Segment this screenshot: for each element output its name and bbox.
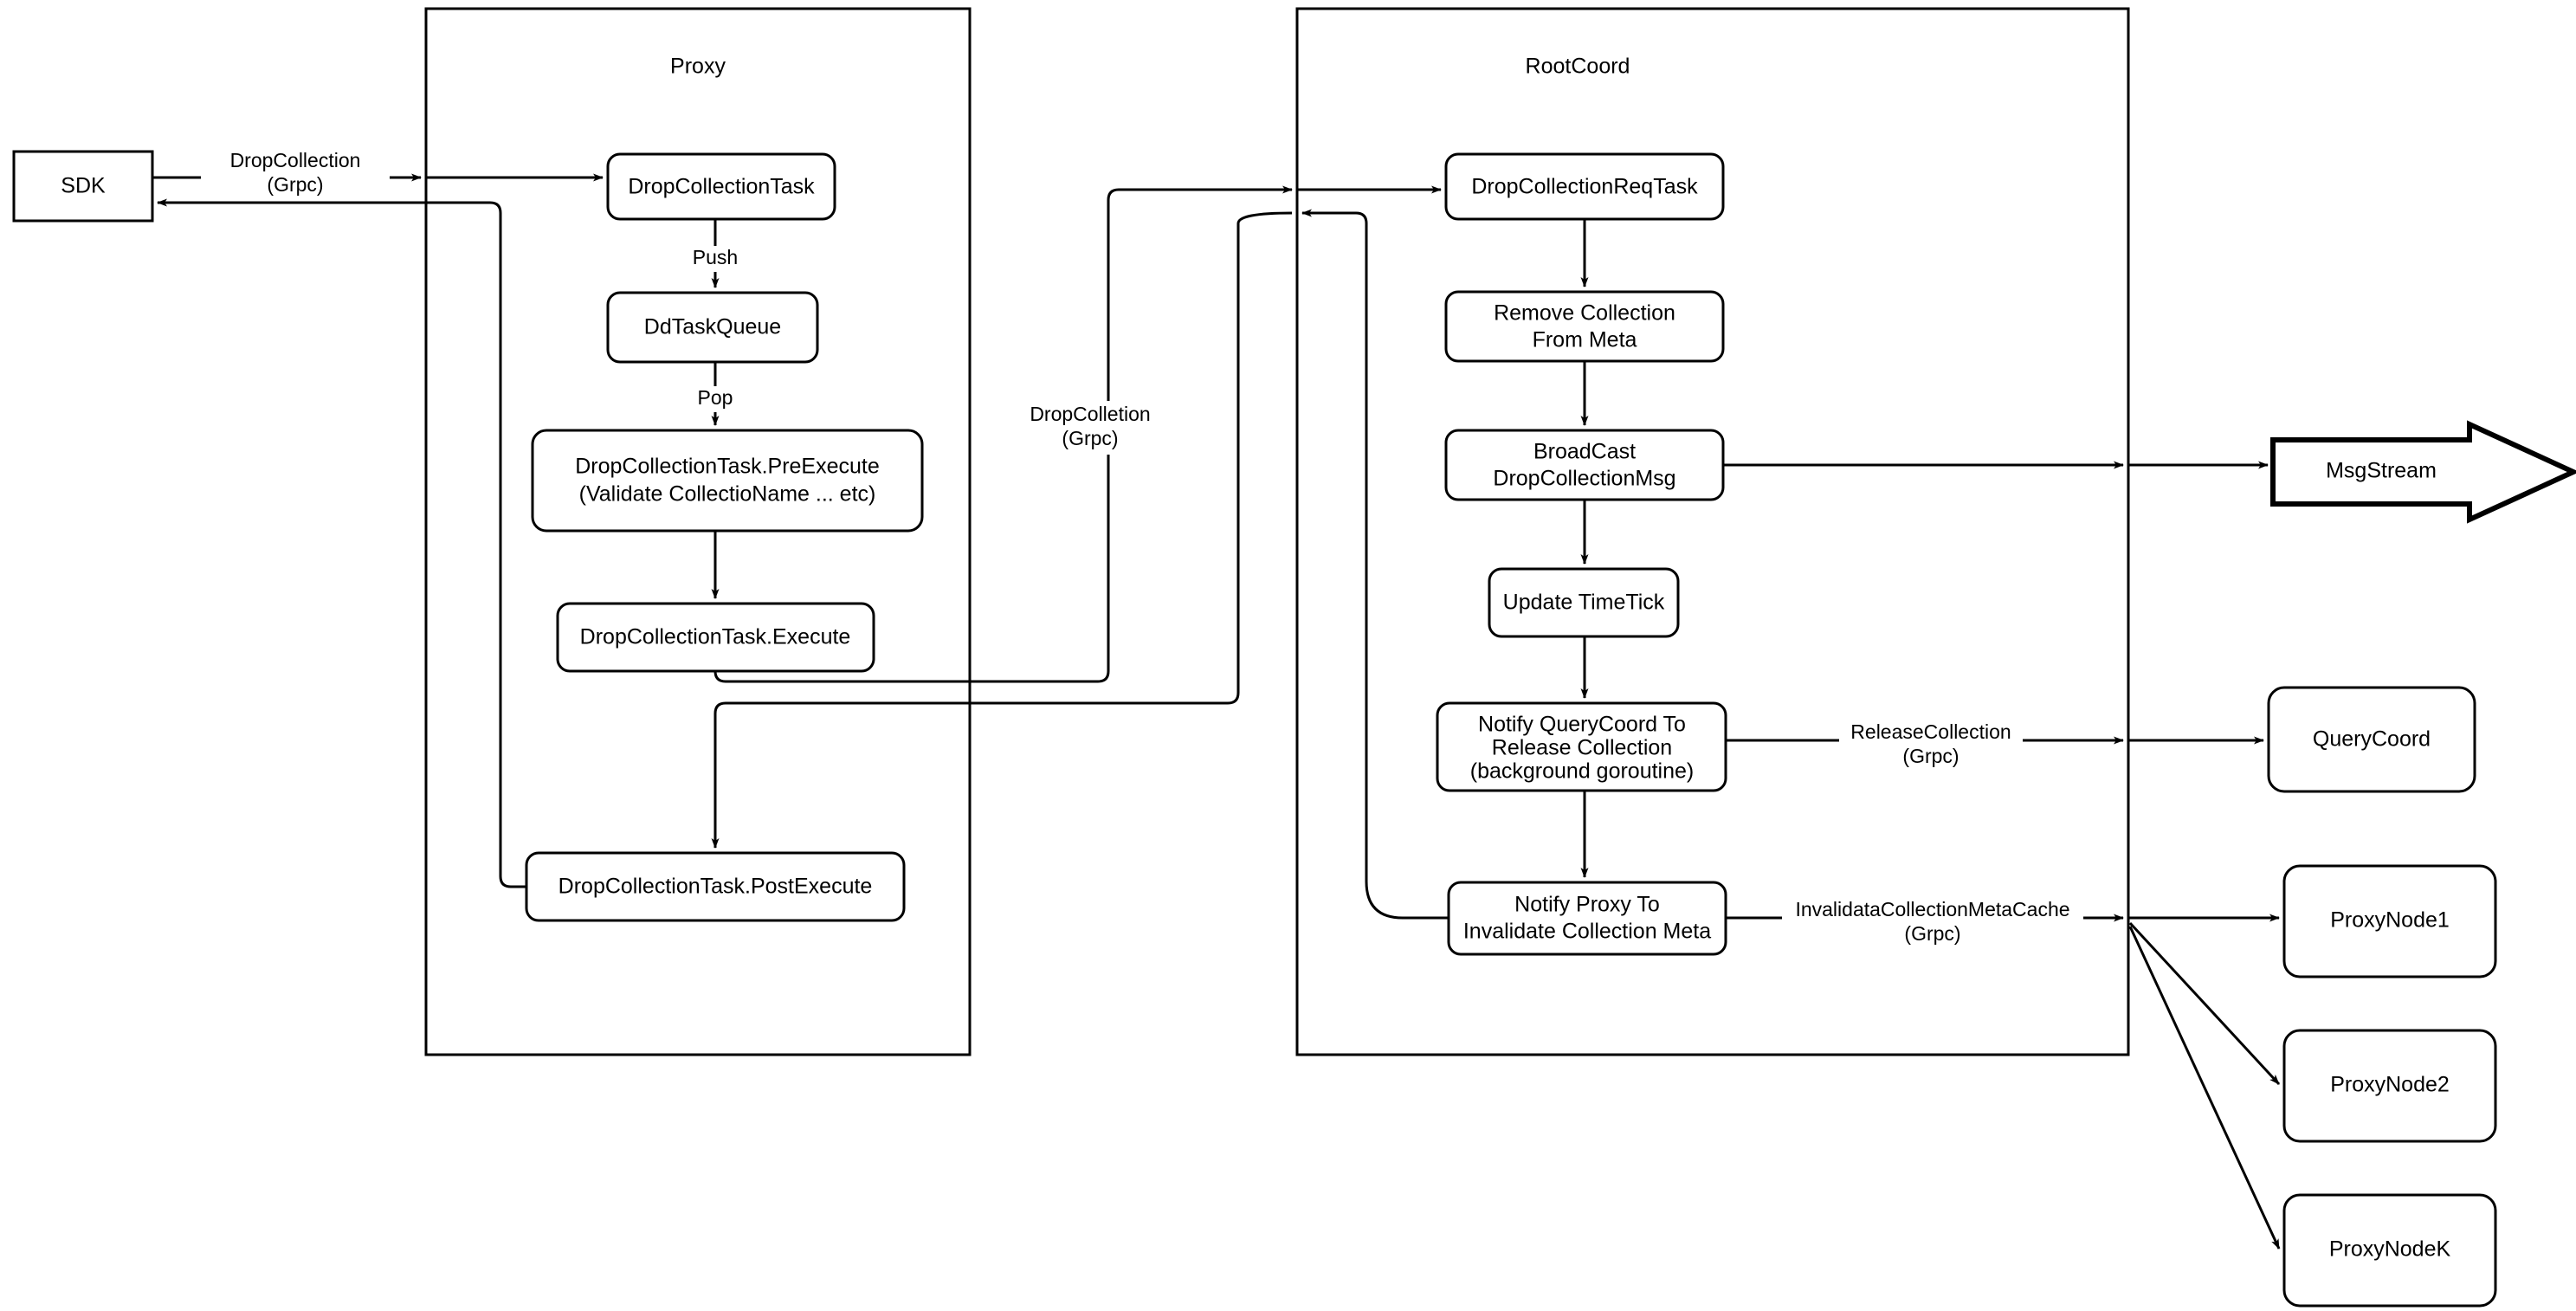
node-notify-querycoord-label-line2: Release Collection (1492, 736, 1672, 760)
edge-label-proxy-to-rootcoord-line1: DropColletion (1030, 403, 1150, 425)
edge-label-sdk-to-proxy: DropCollection (Grpc) (201, 147, 390, 201)
node-remove-collection-from-meta-label-line2: From Meta (1533, 328, 1637, 352)
node-notify-querycoord-label-line3: (background goroutine) (1470, 759, 1695, 784)
node-dropcollectiontask-label: DropCollectionTask (628, 175, 815, 199)
container-rootcoord-label: RootCoord (1526, 55, 1630, 79)
container-proxy-label: Proxy (670, 55, 726, 79)
node-msgstream[interactable]: MsgStream (2270, 420, 2576, 524)
edge-label-invalidate-cache-line1: InvalidataCollectionMetaCache (1795, 898, 2069, 920)
node-notify-querycoord[interactable]: Notify QueryCoord To Release Collection … (1436, 701, 1727, 792)
node-preexecute[interactable]: DropCollectionTask.PreExecute (Validate … (531, 429, 924, 533)
edge-boundary-to-proxynode2 (2128, 921, 2281, 1086)
node-postexecute[interactable]: DropCollectionTask.PostExecute (525, 851, 906, 922)
edge-label-push-text: Push (693, 246, 738, 268)
node-broadcast-dropcollectionmsg[interactable]: BroadCast DropCollectionMsg (1444, 429, 1725, 501)
edge-label-pop-text: Pop (698, 386, 733, 409)
node-postexecute-label: DropCollectionTask.PostExecute (558, 875, 873, 899)
edge-label-invalidate-cache: InvalidataCollectionMetaCache (Grpc) (1782, 896, 2083, 950)
node-querycoord-label: QueryCoord (2313, 727, 2431, 752)
node-sdk-label: SDK (61, 174, 106, 198)
edge-label-sdk-to-proxy-line1: DropCollection (230, 149, 361, 171)
node-notify-proxy[interactable]: Notify Proxy To Invalidate Collection Me… (1447, 881, 1727, 956)
edge-label-release-collection: ReleaseCollection (Grpc) (1839, 719, 2023, 772)
edge-label-sdk-to-proxy-line2: (Grpc) (267, 173, 323, 196)
node-update-timetick-label: Update TimeTick (1503, 591, 1665, 615)
node-proxynode2[interactable]: ProxyNode2 (2282, 1029, 2497, 1143)
container-rootcoord: RootCoord (1295, 7, 2130, 1056)
node-dropcollectionreqtask[interactable]: DropCollectionReqTask (1444, 152, 1725, 221)
node-proxynodek[interactable]: ProxyNodeK (2282, 1193, 2497, 1308)
node-msgstream-label: MsgStream (2326, 459, 2437, 483)
node-notify-proxy-label-line1: Notify Proxy To (1514, 893, 1660, 917)
node-notify-proxy-label-line2: Invalidate Collection Meta (1463, 920, 1711, 944)
node-querycoord[interactable]: QueryCoord (2267, 686, 2476, 793)
node-dropcollectiontask[interactable]: DropCollectionTask (606, 152, 836, 221)
edge-notifyproxy-to-rootcoord-exit (1301, 209, 1449, 920)
edge-postexecute-to-sdk (157, 198, 526, 888)
node-preexecute-label-line2: (Validate CollectioName ... etc) (579, 482, 876, 507)
node-proxynodek-label: ProxyNodeK (2329, 1237, 2451, 1262)
edge-label-push: Push (682, 246, 748, 272)
node-proxynode1[interactable]: ProxyNode1 (2282, 864, 2497, 978)
node-remove-collection-from-meta-label-line1: Remove Collection (1494, 301, 1675, 326)
edge-rootcoord-reply-to-postexecute (711, 211, 1293, 849)
node-broadcast-label-line2: DropCollectionMsg (1493, 467, 1675, 491)
node-proxynode2-label: ProxyNode2 (2330, 1073, 2450, 1097)
edge-label-release-collection-line2: (Grpc) (1902, 745, 1959, 767)
node-update-timetick[interactable]: Update TimeTick (1488, 567, 1680, 638)
edge-boundary-to-proxynodek (2128, 926, 2281, 1250)
node-proxynode1-label: ProxyNode1 (2330, 908, 2450, 933)
node-execute[interactable]: DropCollectionTask.Execute (556, 602, 875, 673)
node-ddtaskqueue[interactable]: DdTaskQueue (606, 291, 819, 364)
edge-execute-to-rootcoord (713, 185, 1293, 683)
node-remove-collection-from-meta[interactable]: Remove Collection From Meta (1444, 290, 1725, 363)
edge-label-pop: Pop (687, 386, 744, 412)
node-dropcollectionreqtask-label: DropCollectionReqTask (1471, 175, 1698, 199)
edge-label-proxy-to-rootcoord-line2: (Grpc) (1062, 427, 1118, 449)
node-notify-querycoord-label-line1: Notify QueryCoord To (1478, 713, 1686, 737)
edge-label-release-collection-line1: ReleaseCollection (1850, 720, 2011, 743)
edge-label-proxy-to-rootcoord: DropColletion (Grpc) (1026, 401, 1156, 455)
node-sdk[interactable]: SDK (12, 150, 154, 223)
container-proxy: Proxy (424, 7, 972, 1056)
node-execute-label: DropCollectionTask.Execute (580, 625, 851, 649)
node-broadcast-label-line1: BroadCast (1533, 440, 1636, 464)
node-ddtaskqueue-label: DdTaskQueue (644, 315, 781, 339)
edge-label-invalidate-cache-line2: (Grpc) (1904, 922, 1960, 945)
node-preexecute-label-line1: DropCollectionTask.PreExecute (575, 455, 880, 479)
